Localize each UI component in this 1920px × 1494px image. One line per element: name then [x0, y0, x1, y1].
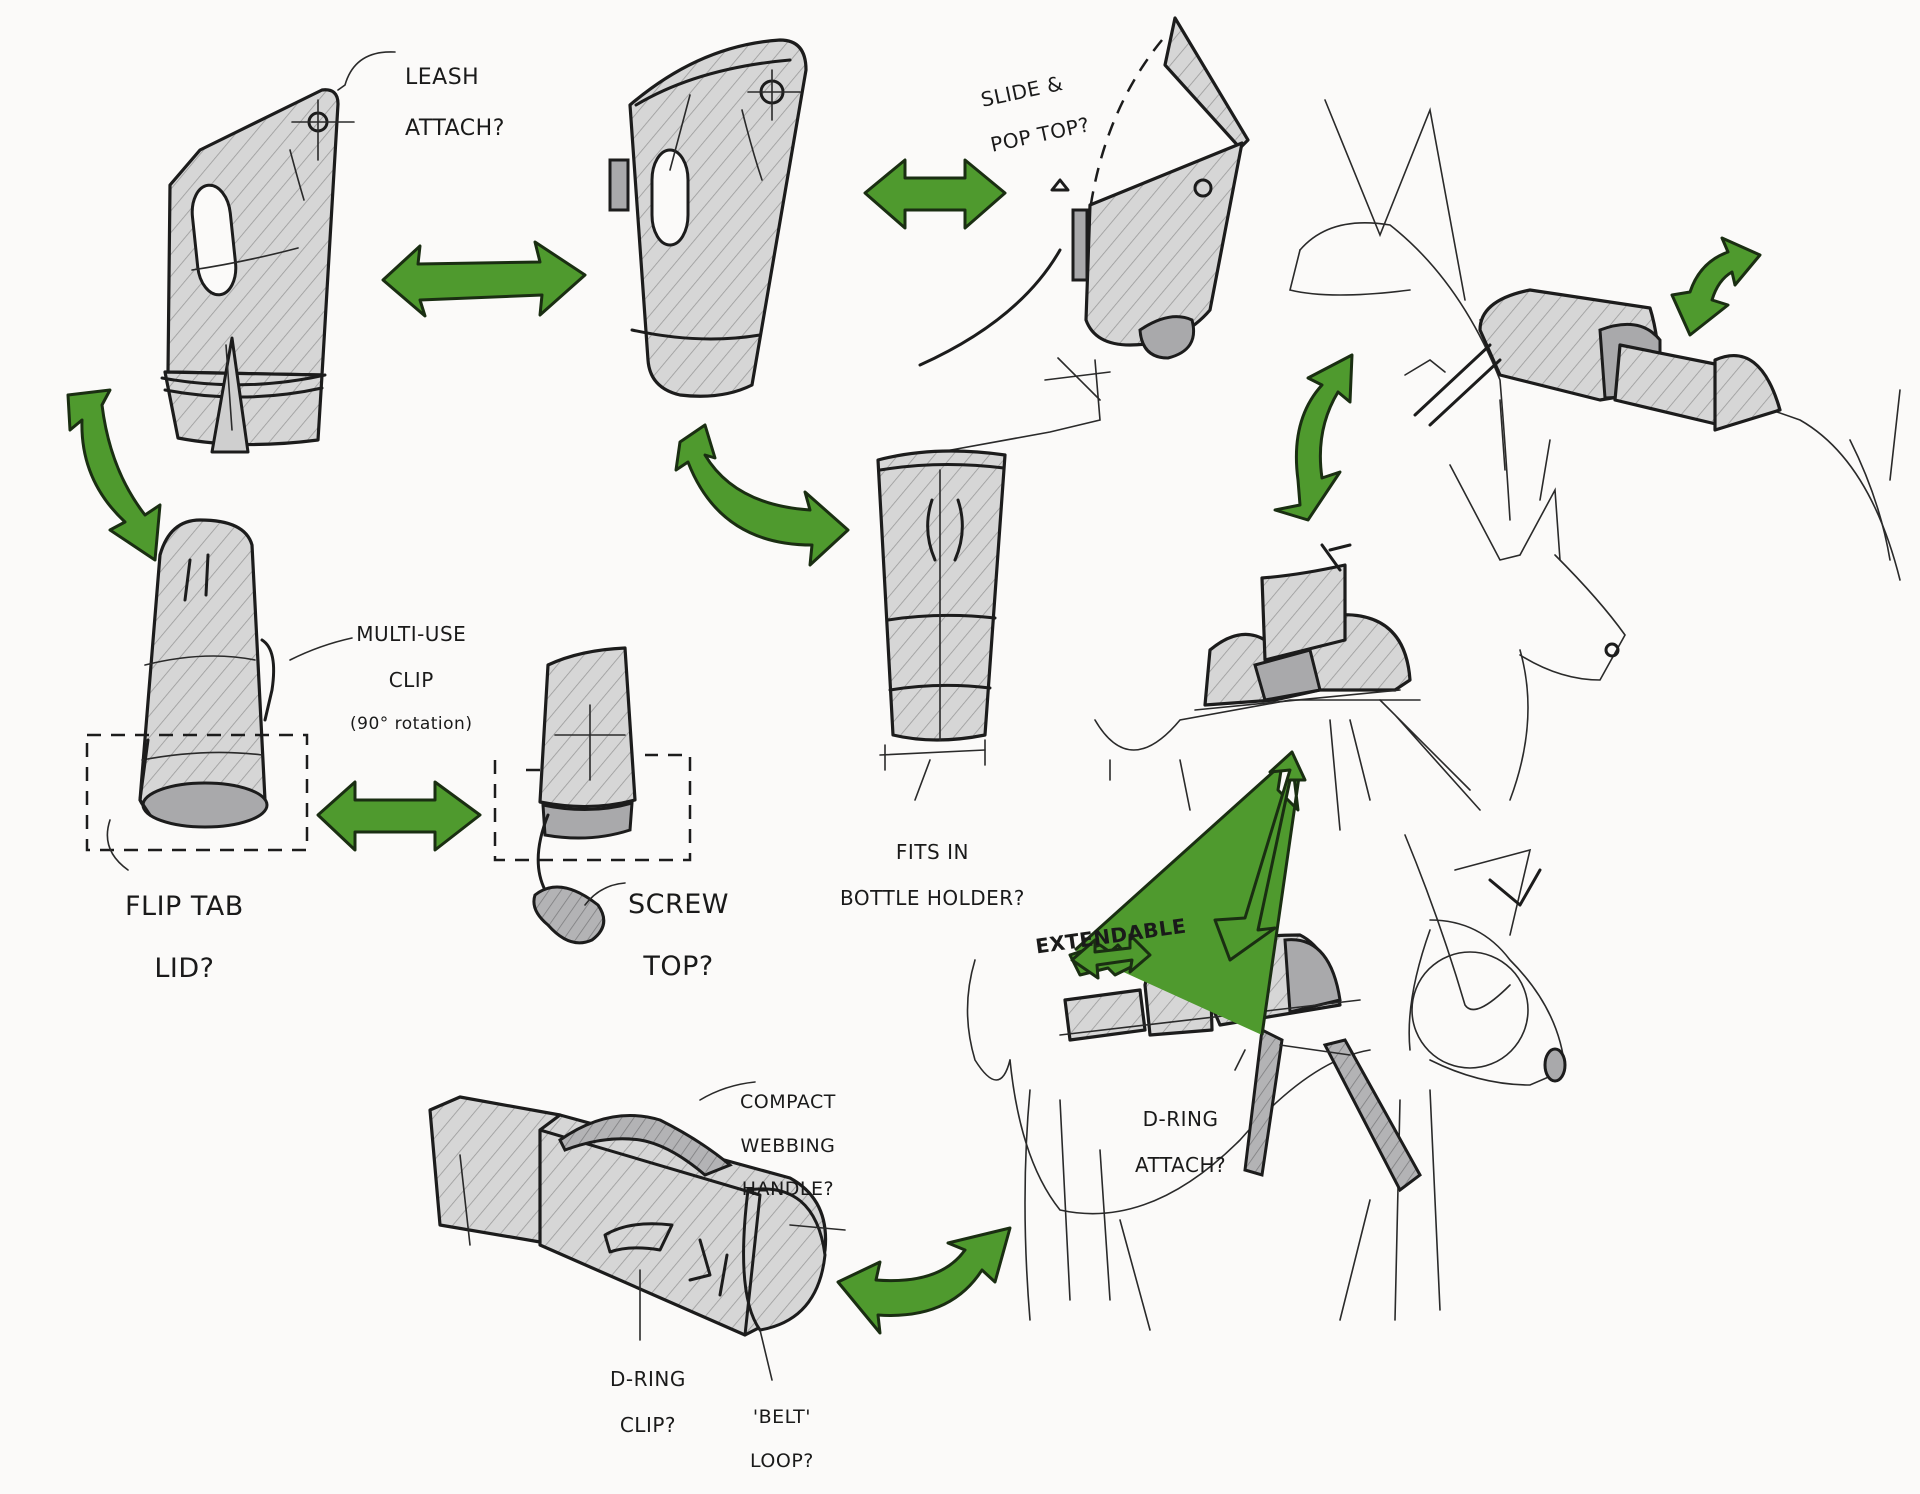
curved-arrow-icon — [68, 390, 160, 560]
label-line: ATTACH? — [1135, 1154, 1226, 1177]
label-line: CLIP — [350, 669, 472, 692]
bottle-concept-6 — [878, 451, 1005, 800]
bottle-concept-3 — [920, 18, 1248, 452]
label-line: LID? — [125, 953, 244, 984]
bottle-concept-2 — [610, 40, 806, 396]
label-line: D-RING — [1135, 1108, 1226, 1131]
label-line: EXTENDABLE — [1034, 915, 1188, 959]
label-line: (90° rotation) — [350, 715, 472, 735]
double-headed-arrow-icon — [865, 160, 1005, 228]
label-line: TOP? — [628, 951, 729, 982]
label-line: ATTACH? — [405, 116, 505, 141]
label-screw-top: SCREW TOP? — [628, 858, 729, 1013]
label-line: FLIP TAB — [125, 891, 244, 922]
label-line: CLIP? — [610, 1414, 686, 1437]
label-fits-bottle-holder: FITS IN BOTTLE HOLDER? — [840, 818, 1025, 933]
label-line: SLIDE & — [979, 68, 1082, 111]
label-line: WEBBING — [740, 1136, 836, 1158]
label-line: SCREW — [628, 889, 729, 920]
label-line: LEASH — [405, 65, 505, 90]
label-line: FITS IN — [840, 841, 1025, 864]
label-line: MULTI-USE — [350, 623, 472, 646]
label-line: 'BELT' — [750, 1407, 814, 1429]
label-flip-tab-lid: FLIP TAB LID? — [125, 860, 244, 1015]
label-line: LOOP? — [750, 1451, 814, 1473]
label-line: COMPACT — [740, 1092, 836, 1114]
label-line: HANDLE? — [740, 1179, 836, 1201]
harness-pack-middle — [1195, 545, 1410, 710]
label-d-ring-clip: D-RING CLIP? — [610, 1345, 686, 1460]
curved-arrow-icon — [1275, 355, 1352, 520]
label-line: D-RING — [610, 1368, 686, 1391]
bottle-concept-1 — [162, 90, 354, 452]
bottle-concept-4 — [87, 520, 307, 850]
curved-arrow-icon — [1672, 238, 1760, 335]
label-multi-use-clip: MULTI-USE CLIP (90° rotation) — [350, 600, 472, 758]
curved-arrow-icon — [838, 1228, 1010, 1333]
label-line: POP TOP? — [988, 113, 1091, 156]
label-compact-handle: COMPACT WEBBING HANDLE? — [740, 1070, 836, 1223]
label-belt-loop: 'BELT' LOOP? — [750, 1385, 814, 1494]
harness-pack-top — [1415, 290, 1780, 430]
label-leash-attach: LEASH ATTACH? — [405, 40, 505, 166]
double-headed-arrow-icon — [318, 782, 480, 850]
curved-arrow-icon — [676, 425, 848, 565]
label-d-ring-attach: D-RING ATTACH? — [1135, 1085, 1226, 1200]
double-headed-arrow-icon — [383, 242, 585, 316]
label-line: BOTTLE HOLDER? — [840, 887, 1025, 910]
concept-sketch — [0, 0, 1920, 1452]
